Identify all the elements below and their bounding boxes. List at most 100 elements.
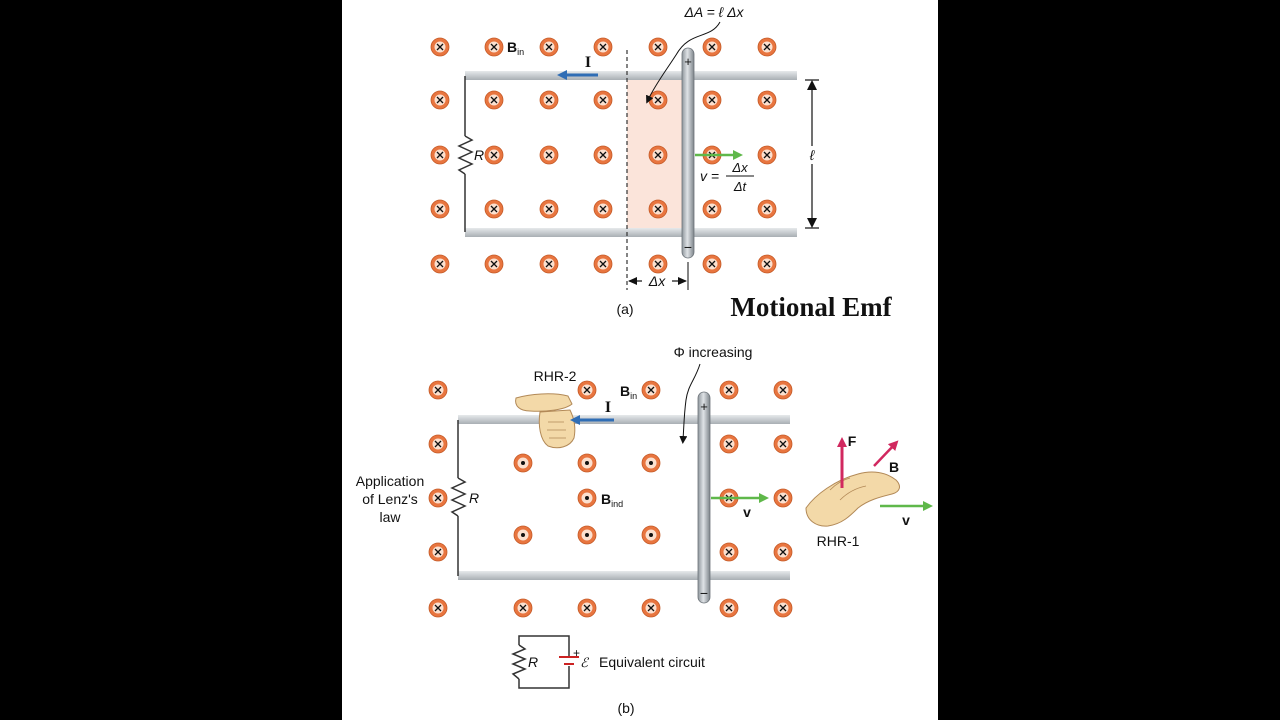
equivalent-circuit xyxy=(511,635,579,689)
field-in-marker xyxy=(648,199,668,219)
field-out-marker xyxy=(641,453,661,473)
field-label-b: Bin xyxy=(620,383,637,401)
field-in-marker xyxy=(757,254,777,274)
rod-minus-a: − xyxy=(684,239,692,255)
field-in-marker xyxy=(648,37,668,57)
field-in-marker xyxy=(484,145,504,165)
field-out-marker xyxy=(577,453,597,473)
eq-resistor xyxy=(511,644,527,680)
lenz-label-line-1: Application xyxy=(356,473,425,489)
length-top-arrowhead xyxy=(807,80,817,90)
bottom-rail-b xyxy=(458,571,790,580)
top-rail-a xyxy=(465,71,797,80)
field-in-marker xyxy=(648,254,668,274)
field-in-marker xyxy=(593,145,613,165)
length-label: ℓ xyxy=(809,147,815,163)
field-markers-b xyxy=(428,380,793,618)
velocity-label-b: v xyxy=(743,504,751,520)
resistor-b xyxy=(450,477,467,517)
resistor-label-a: R xyxy=(474,147,484,163)
field-in-marker xyxy=(773,542,793,562)
field-in-marker xyxy=(641,598,661,618)
field-in-marker xyxy=(539,37,559,57)
emf-symbol: ℰ xyxy=(580,655,589,670)
field-in-marker xyxy=(593,37,613,57)
field-in-marker xyxy=(757,145,777,165)
field-in-marker xyxy=(484,90,504,110)
dx-label: Δx xyxy=(648,273,666,289)
force-label: F xyxy=(848,433,857,449)
field-in-marker xyxy=(430,90,450,110)
rhr1-label: RHR-1 xyxy=(817,533,860,549)
lenz-label-line-2: of Lenz's xyxy=(362,491,418,507)
field-in-marker xyxy=(539,90,559,110)
field-in-marker xyxy=(702,90,722,110)
equivalent-circuit-label: Equivalent circuit xyxy=(599,654,705,670)
caption-a: (a) xyxy=(616,301,633,317)
field-in-marker xyxy=(702,254,722,274)
field-in-marker xyxy=(577,380,597,400)
hand-field-arrow xyxy=(873,440,899,467)
top-rail-b xyxy=(458,415,790,424)
field-in-marker xyxy=(430,145,450,165)
rhr1-hand-icon xyxy=(805,471,900,527)
field-in-marker xyxy=(428,488,448,508)
rhr2-label: RHR-2 xyxy=(534,368,577,384)
field-in-marker xyxy=(702,199,722,219)
field-in-marker xyxy=(648,90,668,110)
induced-field-label: Bind xyxy=(601,491,623,509)
rod-minus-b: − xyxy=(700,585,708,601)
field-out-marker xyxy=(641,525,661,545)
current-label-b: I xyxy=(605,399,611,416)
flux-label: Φ increasing xyxy=(674,344,753,360)
eq-circuit-wire-lower xyxy=(518,666,570,689)
field-in-marker xyxy=(641,380,661,400)
field-in-marker xyxy=(757,199,777,219)
field-in-marker xyxy=(719,542,739,562)
resistor-a xyxy=(457,135,474,175)
field-in-marker xyxy=(539,199,559,219)
field-in-marker xyxy=(702,37,722,57)
length-bottom-arrowhead xyxy=(807,218,817,228)
caption-b: (b) xyxy=(617,700,634,716)
field-in-marker xyxy=(539,145,559,165)
length-label-bg xyxy=(805,146,819,164)
field-in-marker xyxy=(430,37,450,57)
field-in-marker xyxy=(773,380,793,400)
hand-velocity-label: v xyxy=(902,512,910,528)
field-in-marker xyxy=(484,199,504,219)
field-in-marker xyxy=(428,434,448,454)
field-in-marker xyxy=(593,199,613,219)
flux-pointer xyxy=(679,363,701,444)
field-in-marker xyxy=(593,254,613,274)
field-in-marker xyxy=(577,598,597,618)
field-in-marker xyxy=(593,90,613,110)
slide-title: Motional Emf xyxy=(730,292,892,322)
resistor-label-b: R xyxy=(469,490,479,506)
field-out-marker xyxy=(513,525,533,545)
field-in-marker xyxy=(428,598,448,618)
field-in-marker xyxy=(719,434,739,454)
dx-left-arrowhead xyxy=(628,277,637,285)
field-in-marker xyxy=(430,199,450,219)
field-in-marker xyxy=(428,380,448,400)
rhr2-hand-icon xyxy=(515,393,576,449)
velocity-denominator: Δt xyxy=(733,179,748,194)
field-in-marker xyxy=(430,254,450,274)
eq-resistor-label: R xyxy=(528,654,538,670)
field-in-marker xyxy=(773,488,793,508)
velocity-label-a: v = xyxy=(700,168,719,184)
field-markers-a xyxy=(430,37,777,274)
diagram-b: + − Φ increasing RHR-2 I Bin Bind R Appl… xyxy=(356,344,933,716)
lenz-label-line-3: law xyxy=(379,509,401,525)
field-in-marker xyxy=(484,254,504,274)
area-pointer xyxy=(646,21,721,104)
emf-plus: + xyxy=(573,646,580,660)
field-label-a: Bin xyxy=(507,39,524,57)
field-in-marker xyxy=(757,37,777,57)
field-in-marker xyxy=(428,542,448,562)
eq-circuit-wire xyxy=(518,635,570,656)
area-label: ΔA = ℓ Δx xyxy=(684,4,745,20)
moving-rod-a xyxy=(681,47,695,259)
